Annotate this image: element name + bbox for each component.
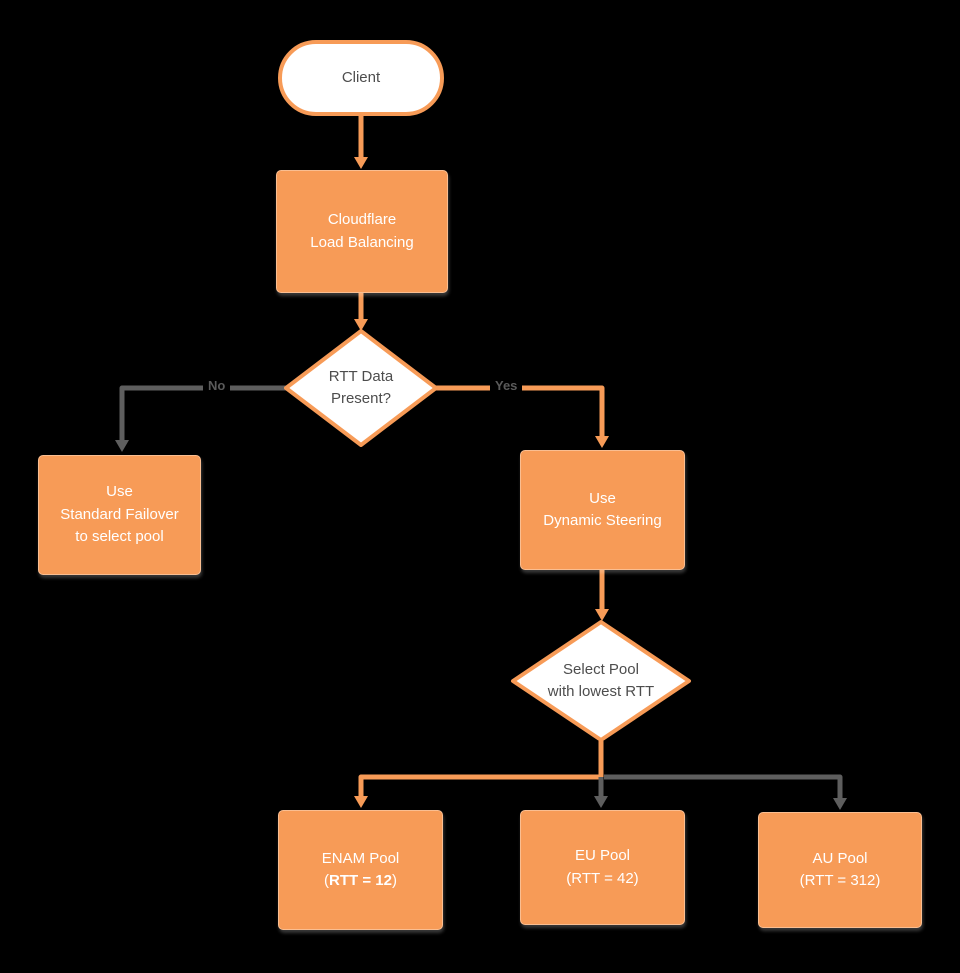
arrowhead-icon	[595, 436, 609, 448]
edge-client-to-load-balancing	[354, 113, 368, 169]
load-balancing-label-line1: Cloudflare	[327, 211, 397, 228]
arrowhead-icon	[833, 798, 847, 810]
edge-dynamic-steering-to-select-pool	[595, 570, 609, 621]
client-node: Client	[278, 40, 444, 116]
au-pool-label-line2: (RTT = 312)	[799, 872, 881, 889]
load-balancing-label-line2: Load Balancing	[310, 233, 414, 251]
dynamic-steering-node: Use Dynamic Steering	[520, 450, 685, 570]
eu-pool-label-line2: (RTT = 42)	[566, 869, 639, 887]
enam-pool-label-line1: ENAM Pool	[321, 849, 400, 867]
load-balancing-node: Cloudflare Load Balancing	[276, 170, 448, 293]
rtt-decision-label: RTT Data Present?	[296, 355, 426, 421]
dynamic-steering-label-line1: Use	[589, 489, 616, 507]
select-pool-diamond	[511, 620, 691, 742]
arrowhead-icon	[354, 796, 368, 808]
enam-pool-rtt-close: )	[391, 872, 397, 889]
enam-pool-rtt-open: (	[324, 872, 330, 889]
edge-no-to-standard-failover	[115, 385, 287, 452]
standard-failover-label-line2: Standard Failover	[60, 505, 179, 523]
eu-pool-label-line1: EU Pool	[574, 847, 631, 864]
arrowhead-icon	[595, 609, 609, 621]
enam-pool-node: ENAM Pool (RTT = 12)	[278, 810, 443, 930]
enam-pool-rtt-line: (RTT = 12)	[324, 870, 397, 893]
arrowhead-icon	[115, 440, 129, 452]
arrowhead-icon	[594, 796, 608, 808]
select-pool-label: Select Pool with lowest RTT	[521, 648, 681, 714]
arrowhead-icon	[354, 319, 368, 331]
rtt-decision-label-line1: RTT Data	[328, 368, 394, 386]
standard-failover-node: Use Standard Failover to select pool	[38, 455, 201, 575]
eu-pool-node: EU Pool (RTT = 42)	[520, 810, 685, 925]
edge-label-yes: Yes	[490, 378, 523, 394]
edge-load-balancing-to-rtt-decision	[354, 293, 368, 331]
select-pool-label-line1: Select Pool	[563, 661, 639, 679]
client-label: Client	[341, 68, 381, 86]
edge-select-pool-to-au	[604, 774, 847, 810]
arrowhead-icon	[354, 157, 368, 169]
rtt-decision-label-line2: Present?	[330, 390, 392, 407]
dynamic-steering-label-line2: Dynamic Steering	[543, 512, 662, 529]
edge-label-no: No	[203, 378, 231, 394]
rtt-decision-diamond	[284, 329, 438, 447]
au-pool-node: AU Pool (RTT = 312)	[758, 812, 922, 928]
enam-pool-rtt-value: RTT = 12	[329, 872, 392, 889]
au-pool-label-line1: AU Pool	[812, 849, 868, 867]
edge-select-pool-to-eu	[594, 777, 608, 808]
edge-yes-to-dynamic-steering	[435, 385, 609, 448]
edge-select-pool-to-enam	[354, 741, 604, 808]
select-pool-label-line2: with lowest RTT	[547, 683, 655, 700]
standard-failover-label-line1: Use	[106, 483, 133, 501]
standard-failover-label-line3: to select pool	[75, 528, 164, 546]
